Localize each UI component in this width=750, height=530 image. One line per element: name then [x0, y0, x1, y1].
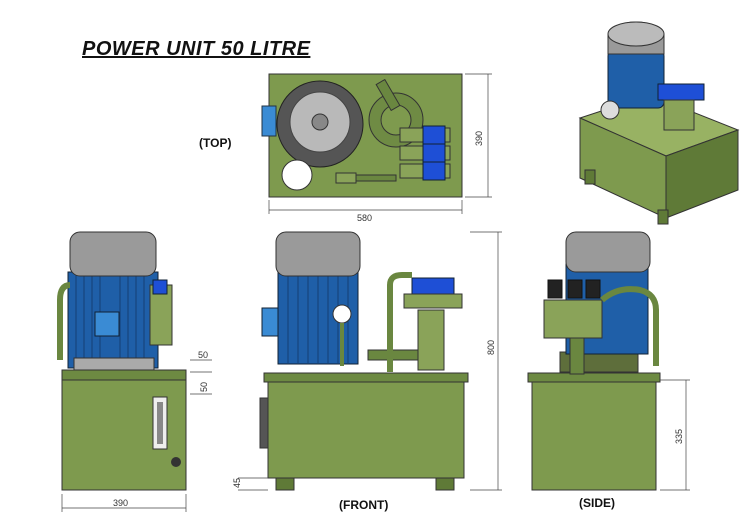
top-view-label: (TOP): [199, 136, 232, 150]
front-view: 800 45: [232, 231, 502, 491]
iso-valve-coils: [657, 83, 705, 101]
left-fan-cover: [69, 231, 157, 277]
side-view-label: (SIDE): [579, 496, 615, 510]
top-valve-coil-3: [422, 161, 446, 181]
front-valve-coil: [411, 277, 455, 297]
front-pressure-gauge: [332, 304, 352, 324]
front-tank: [267, 379, 465, 479]
tank-width-dim: 390: [113, 498, 128, 508]
side-view: 335: [527, 231, 690, 491]
page-title: POWER UNIT 50 LITRE: [82, 38, 311, 60]
top-filler-cap: [281, 159, 313, 191]
side-valve-coil-2: [567, 279, 583, 299]
iso-tank-side: [665, 129, 739, 219]
left-drain-plug: [171, 457, 181, 467]
top-valve-coil-2: [422, 143, 446, 163]
left-terminal-box: [94, 311, 120, 337]
side-valve-coil-1: [547, 279, 563, 299]
top-depth-dim: 390: [474, 131, 484, 146]
front-return-pipe: [387, 272, 412, 372]
front-manifold: [417, 309, 445, 371]
left-view: 390 50 50: [57, 231, 212, 512]
top-valve-coil-1: [422, 125, 446, 145]
top-pipe: [375, 78, 401, 112]
top-view: 580 390: [261, 73, 492, 223]
side-tank: [531, 379, 657, 491]
front-fan-cover: [275, 231, 361, 277]
side-valve-coil-3: [585, 279, 601, 299]
iso-motor-body: [607, 49, 665, 109]
overall-height-dim: 800: [486, 340, 496, 355]
iso-view: [578, 21, 740, 225]
front-side-flange: [259, 397, 269, 449]
iso-filler: [600, 100, 620, 120]
side-return-pipe: [600, 286, 659, 366]
front-terminal-box: [261, 307, 279, 337]
side-manifold: [543, 299, 603, 339]
leg-height-dim: 45: [232, 478, 242, 488]
tank-height-dim: 335: [674, 429, 684, 444]
offset-b-dim: 50: [199, 382, 209, 392]
iso-manifold: [663, 99, 695, 131]
side-fan-cover: [565, 231, 651, 273]
front-view-label: (FRONT): [339, 498, 389, 512]
top-motor-box: [261, 105, 277, 137]
top-filter: [335, 172, 357, 184]
offset-a-dim: 50: [198, 350, 208, 360]
top-width-dim: 580: [357, 213, 372, 223]
